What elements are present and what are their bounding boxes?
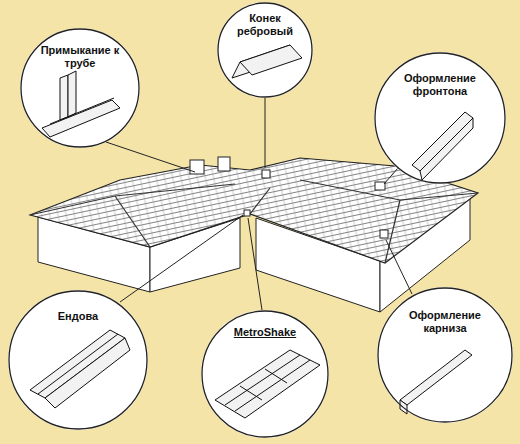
callout-circle-grounds	[217, 2, 313, 98]
circle-outline	[9, 291, 147, 429]
chimney-flashing-part	[60, 75, 68, 120]
valley-part	[45, 338, 130, 408]
part-callout-circle: Ендова	[8, 290, 148, 430]
roof-details	[190, 157, 388, 238]
metroshake-tile-part	[215, 350, 320, 418]
circle-outline	[202, 311, 328, 437]
leader-lines	[265, 98, 266, 168]
metroshake-tile-part	[225, 355, 300, 405]
house-roof	[115, 196, 150, 247]
leader-lines	[120, 215, 243, 302]
roof-details	[244, 210, 250, 216]
leader-lines	[106, 98, 412, 310]
roof-details	[375, 182, 385, 190]
part-callout-circle: Примыкание к трубе	[20, 28, 140, 148]
part-label: Примыкание к трубе	[38, 44, 122, 69]
roof-details	[380, 230, 388, 238]
callout-circle-grounds	[377, 287, 513, 423]
chimney-flashing-part	[68, 71, 76, 117]
leader-lines	[248, 218, 262, 310]
callout-circle-grounds	[201, 310, 329, 438]
house-roof	[30, 196, 115, 215]
callout-circle-grounds	[20, 28, 140, 148]
circle-outline	[218, 3, 312, 97]
circle-outline	[378, 288, 512, 422]
house-roof	[400, 193, 478, 200]
eave-trim-part	[400, 350, 472, 414]
gable-trim-part	[420, 118, 473, 180]
chimney-flashing-part	[50, 98, 114, 124]
circle-outline	[21, 29, 139, 147]
leader-lines	[384, 168, 398, 184]
part-callout-circle: Оформление фронтона	[374, 52, 506, 184]
house-roof	[250, 188, 270, 214]
part-label: Конек ребровый	[235, 12, 295, 37]
callout-circle-grounds	[374, 52, 506, 184]
part-callout-circle: MetroShake	[201, 310, 329, 438]
metroshake-tile-part	[235, 360, 310, 411]
valley-part	[30, 330, 130, 408]
part-label: Оформление карниза	[405, 309, 485, 334]
part-callout-circle: Конек ребровый	[217, 2, 313, 98]
house-roof	[115, 184, 235, 196]
circle-outline	[377, 287, 513, 423]
callout-circle-grounds	[8, 2, 513, 438]
circle-outline	[375, 53, 505, 183]
gable-trim-part	[412, 112, 473, 171]
roof-details	[190, 160, 204, 174]
gable-trim-part	[412, 112, 473, 180]
leader-lines	[106, 142, 195, 172]
eave-trim-part	[400, 350, 472, 405]
roof-details	[218, 157, 230, 171]
ridge-part	[240, 45, 302, 75]
callout-circle-grounds	[8, 290, 148, 430]
valley-part	[38, 334, 118, 394]
metroshake-tile-part	[265, 369, 287, 383]
chimney-flashing-part	[42, 71, 120, 137]
part-label: Оформление фронтона	[390, 72, 490, 97]
ridge-part	[232, 45, 302, 78]
chimney-flashing-part	[42, 100, 120, 137]
part-label: Ендова	[38, 310, 118, 323]
roof-details	[262, 170, 270, 178]
part-callout-circle: Оформление карниза	[377, 287, 513, 423]
part-label: MetroShake	[219, 326, 311, 339]
leader-lines	[386, 240, 412, 294]
circle-outline	[374, 52, 506, 184]
metroshake-tile-part	[240, 386, 262, 400]
metroshake-tile-part	[215, 350, 320, 418]
